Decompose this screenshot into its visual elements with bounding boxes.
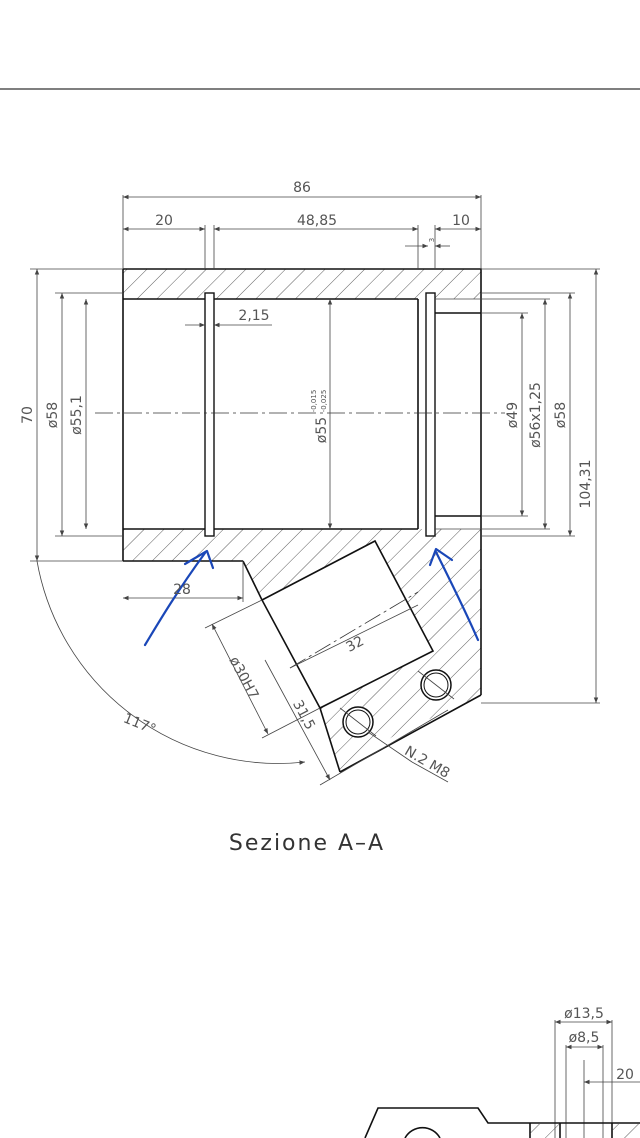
pen-arrowhead-right [428,547,454,567]
dim-offset-28: 28 [173,582,191,598]
dim-groove-width: 2,15 [238,308,269,324]
dim-20-second: 20 [616,1067,634,1083]
dim-bore-length: 32 [343,633,366,655]
dim-holes-note: N.2 M8 [402,743,453,781]
pen-arrowhead-left [183,549,215,570]
dim-dia-58-left: ø58 [45,402,61,428]
dim-tol-upper: -0,015 [310,390,318,413]
dim-right-width: 10 [452,213,470,229]
dim-bore-dia: ø30H7 [226,654,262,702]
section-view [30,194,600,786]
second-view [364,1019,640,1138]
dim-overall-height: 70 [20,406,36,424]
pen-arrow-left [143,551,207,647]
dim-left-width: 20 [155,213,173,229]
dim-dia-8-5: ø8,5 [569,1030,600,1046]
dim-dia-55-1: ø55,1 [69,395,85,435]
dim-dia-58-right: ø58 [553,402,569,428]
dim-dia-55-main: ø55 [314,417,330,443]
dim-small-gap: 3 [428,238,436,242]
dim-bore-offset: 31,5 [289,698,318,733]
section-title: Sezione A–A [229,831,385,856]
pen-arrow-right [434,550,480,642]
dim-middle-width: 48,85 [297,213,337,229]
dim-tol-lower: -0,025 [320,390,328,413]
dim-dia-13-5: ø13,5 [564,1006,604,1022]
dim-total-height: 104,31 [578,460,594,509]
dim-dia-49: ø49 [505,402,521,428]
dim-thread-56: ø56x1,25 [528,382,544,448]
dim-overall-width: 86 [293,180,311,196]
dim-angle: 117° [121,711,158,738]
